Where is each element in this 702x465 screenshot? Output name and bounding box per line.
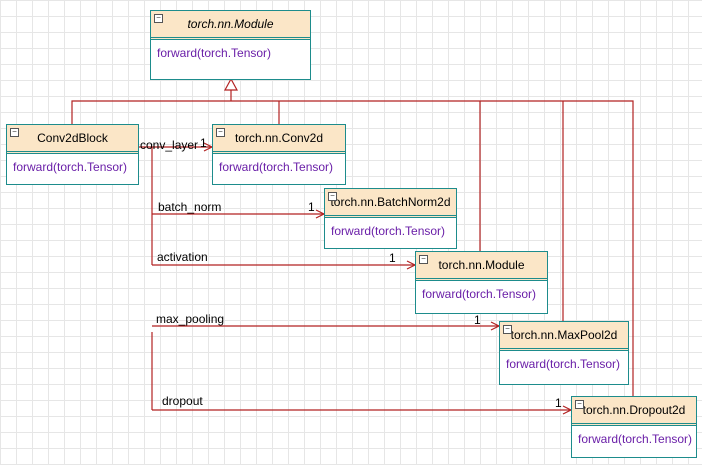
role-label-conv-layer: conv_layer [140, 138, 199, 152]
class-operation: forward(torch.Tensor) [13, 160, 128, 174]
role-label-batch-norm: batch_norm [158, 200, 222, 214]
multiplicity-batch-norm: 1 [308, 200, 315, 214]
class-header: − Conv2dBlock [7, 125, 138, 154]
class-header: − torch.nn.Dropout2d [572, 397, 696, 426]
class-conv2dblock[interactable]: − Conv2dBlock forward(torch.Tensor) [6, 124, 139, 185]
class-operation: forward(torch.Tensor) [506, 357, 621, 371]
class-name: torch.nn.Module [438, 258, 525, 272]
multiplicity-dropout: 1 [555, 396, 562, 410]
class-operation: forward(torch.Tensor) [157, 46, 272, 60]
class-header: − torch.nn.BatchNorm2d [325, 189, 456, 218]
collapse-icon[interactable]: − [10, 128, 19, 137]
class-name: Conv2dBlock [37, 131, 108, 145]
collapse-icon[interactable]: − [154, 14, 163, 23]
multiplicity-activation: 1 [389, 251, 396, 265]
class-torch-nn-maxpool2d[interactable]: − torch.nn.MaxPool2d forward(torch.Tenso… [499, 321, 629, 385]
class-operation: forward(torch.Tensor) [331, 224, 446, 238]
class-header: − torch.nn.Conv2d [213, 125, 345, 154]
class-operation: forward(torch.Tensor) [219, 160, 334, 174]
role-label-max-pooling: max_pooling [156, 312, 225, 326]
multiplicity-max-pooling: 1 [474, 313, 481, 327]
class-torch-nn-module-base[interactable]: − torch.nn.Module forward(torch.Tensor) [150, 10, 311, 80]
class-name: torch.nn.MaxPool2d [510, 328, 618, 342]
collapse-icon[interactable]: − [328, 192, 337, 201]
class-header: − torch.nn.Module [416, 252, 547, 281]
multiplicity-conv-layer: 1 [200, 136, 207, 150]
class-torch-nn-module-activation[interactable]: − torch.nn.Module forward(torch.Tensor) [415, 251, 548, 314]
class-name: torch.nn.BatchNorm2d [330, 195, 451, 209]
class-name: torch.nn.Conv2d [234, 131, 324, 145]
class-header: − torch.nn.MaxPool2d [500, 322, 628, 351]
class-operation: forward(torch.Tensor) [422, 287, 537, 301]
role-label-dropout: dropout [162, 394, 203, 408]
class-torch-nn-batchnorm2d[interactable]: − torch.nn.BatchNorm2d forward(torch.Ten… [324, 188, 457, 249]
class-operation: forward(torch.Tensor) [578, 432, 693, 446]
class-torch-nn-dropout2d[interactable]: − torch.nn.Dropout2d forward(torch.Tenso… [571, 396, 697, 458]
collapse-icon[interactable]: − [575, 400, 584, 409]
class-name: torch.nn.Module [187, 17, 274, 31]
collapse-icon[interactable]: − [419, 255, 428, 264]
class-name: torch.nn.Dropout2d [582, 403, 686, 417]
class-header: − torch.nn.Module [151, 11, 310, 40]
generalization-triangle [223, 77, 239, 91]
class-torch-nn-conv2d[interactable]: − torch.nn.Conv2d forward(torch.Tensor) [212, 124, 346, 185]
role-label-activation: activation [157, 250, 208, 264]
collapse-icon[interactable]: − [216, 128, 225, 137]
generalization-branch-conv2dblock[interactable] [71, 100, 634, 396]
collapse-icon[interactable]: − [503, 325, 512, 334]
